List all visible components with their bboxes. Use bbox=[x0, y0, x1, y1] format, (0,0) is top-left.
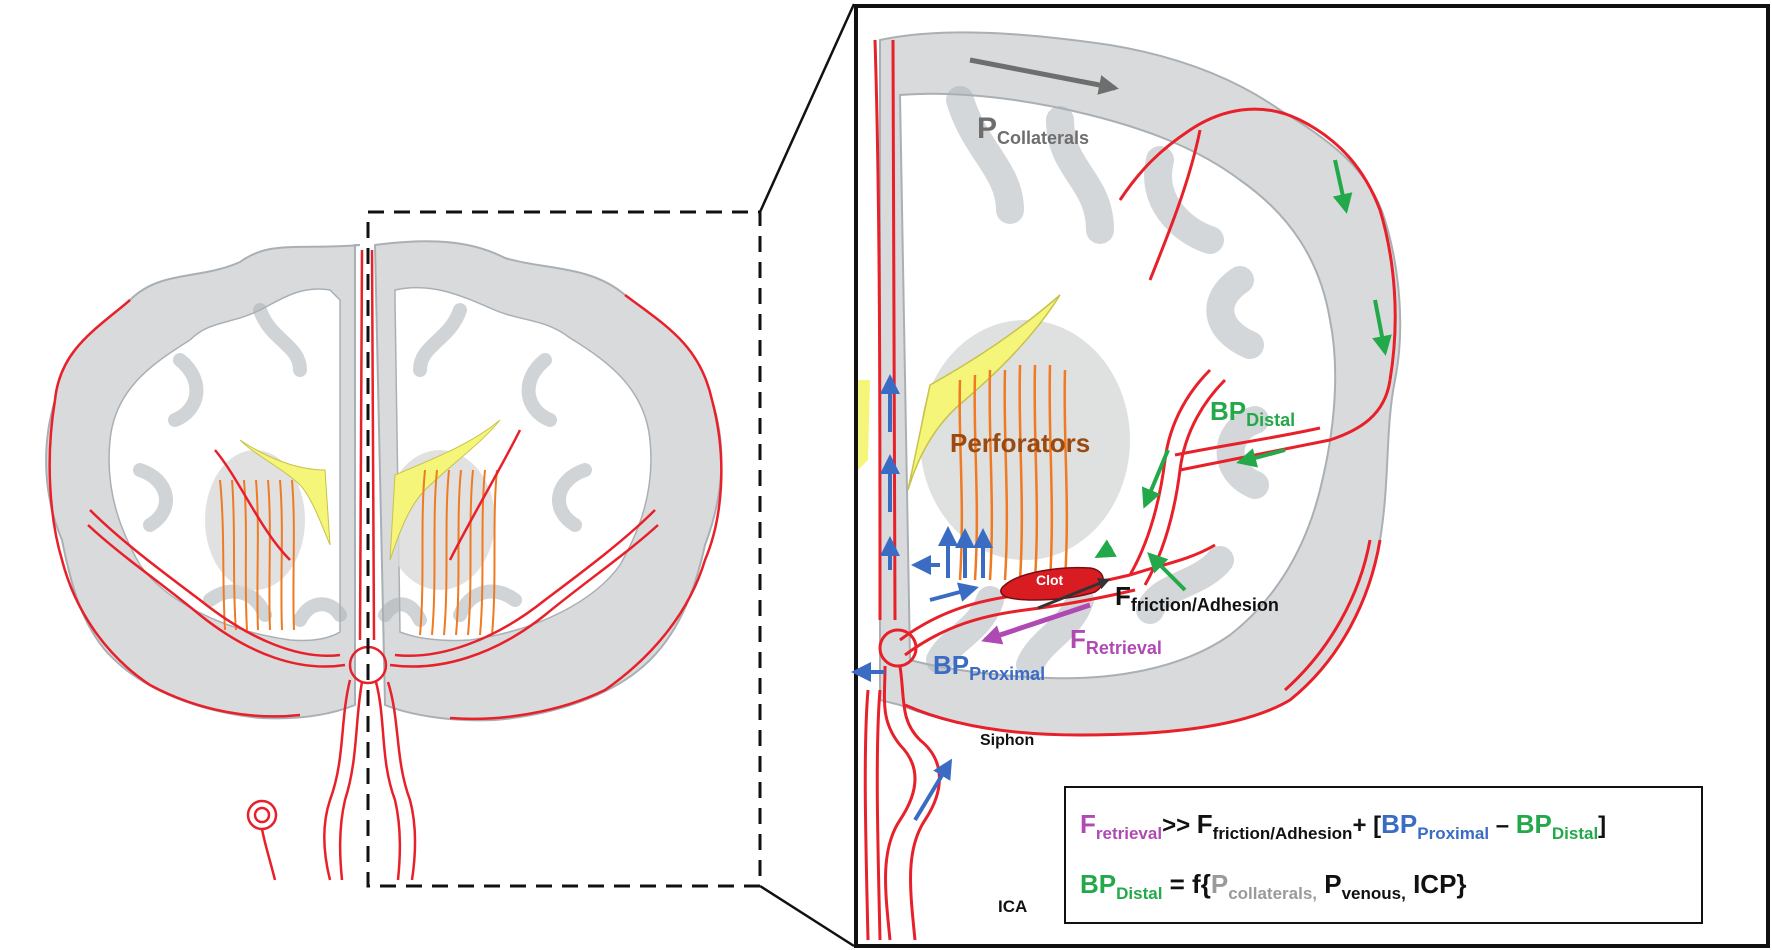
label-bp-distal: BPDistal bbox=[1210, 396, 1295, 430]
equation-line-1: Fretrieval>> Ffriction/Adhesion+ [BPProx… bbox=[1080, 809, 1606, 843]
left-ventricle bbox=[239, 439, 331, 546]
zoom-connector-top bbox=[758, 3, 856, 213]
arrow-black bbox=[1037, 577, 1111, 610]
arrow-gray bbox=[969, 57, 1119, 95]
label-perforators: Perforators bbox=[950, 428, 1090, 458]
label-p-collaterals: PCollaterals bbox=[977, 112, 1089, 148]
right-ventricle bbox=[389, 419, 501, 561]
label-clot: Clot bbox=[1036, 572, 1064, 588]
coronal-brain-overview bbox=[45, 240, 723, 881]
zoom-connector-bottom bbox=[759, 884, 855, 948]
zoomed-perforators bbox=[958, 364, 1069, 581]
zoomed-ventricle bbox=[907, 294, 1061, 491]
arrow-blue bbox=[851, 374, 993, 822]
equation-line-2: BPDistal = f{Pcollaterals, Pvenous, ICP} bbox=[1080, 869, 1467, 903]
arrow-purple bbox=[981, 602, 1091, 645]
overview-vessels bbox=[48, 249, 723, 881]
zoomed-vessels bbox=[863, 39, 1397, 941]
right-perforators bbox=[419, 469, 498, 636]
equation-box: Fretrieval>> Ffriction/Adhesion+ [BPProx… bbox=[1064, 786, 1703, 924]
label-siphon: Siphon bbox=[980, 732, 1034, 749]
left-perforators bbox=[219, 479, 295, 631]
label-bp-proximal: BPProximal bbox=[933, 650, 1045, 684]
label-f-retrieval: FRetrieval bbox=[1070, 624, 1162, 658]
label-f-friction: Ffriction/Adhesion bbox=[1115, 581, 1279, 615]
label-ica: ICA bbox=[998, 897, 1027, 916]
zoom-region-box bbox=[366, 210, 762, 888]
zoomed-panel bbox=[854, 4, 1770, 948]
arrow-green bbox=[1094, 159, 1392, 592]
